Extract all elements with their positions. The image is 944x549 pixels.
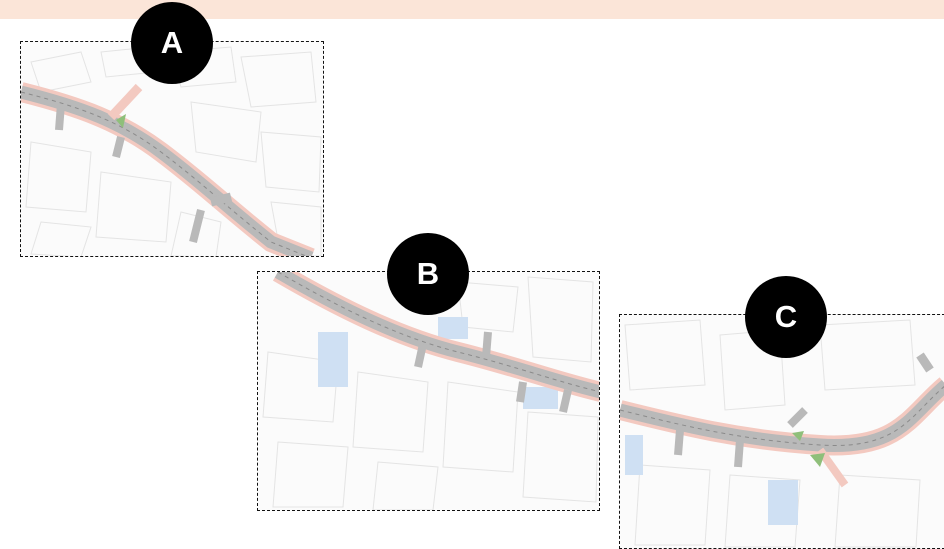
panel-b-badge: B bbox=[387, 233, 469, 315]
side-road bbox=[816, 447, 849, 488]
side-road bbox=[516, 381, 527, 403]
main-road bbox=[620, 380, 944, 452]
panel-a-label: A bbox=[160, 25, 184, 60]
side-road bbox=[209, 192, 233, 207]
water-area bbox=[318, 332, 348, 387]
header-band bbox=[0, 0, 944, 19]
map-b-drawing bbox=[262, 272, 599, 510]
side-road bbox=[107, 83, 143, 121]
side-road bbox=[112, 136, 125, 158]
map-panel-b[interactable] bbox=[257, 271, 600, 511]
side-road bbox=[734, 439, 744, 468]
map-a-drawing bbox=[21, 46, 322, 256]
panel-c-label: C bbox=[774, 299, 798, 334]
map-c-drawing bbox=[620, 319, 944, 548]
green-island bbox=[792, 431, 804, 441]
building-blocks bbox=[262, 276, 599, 510]
side-road bbox=[482, 331, 492, 358]
side-road bbox=[55, 103, 65, 131]
side-road bbox=[189, 209, 205, 243]
side-road bbox=[787, 407, 808, 428]
map-panel-c[interactable] bbox=[619, 314, 944, 549]
lane-marking bbox=[21, 91, 308, 256]
side-road bbox=[414, 343, 427, 368]
green-island bbox=[810, 453, 825, 467]
water-area bbox=[523, 387, 558, 409]
side-road bbox=[674, 429, 684, 456]
panel-c-badge: C bbox=[745, 276, 827, 358]
water-area bbox=[625, 435, 643, 475]
water-area bbox=[438, 317, 468, 339]
panel-a-badge: A bbox=[131, 2, 213, 84]
side-road bbox=[916, 352, 934, 373]
water-area bbox=[768, 480, 798, 525]
green-island bbox=[116, 114, 126, 128]
building-blocks bbox=[25, 46, 322, 256]
panel-b-label: B bbox=[416, 256, 440, 291]
lane-marking bbox=[620, 386, 944, 446]
side-road bbox=[559, 389, 572, 413]
map-panel-a[interactable] bbox=[20, 41, 324, 257]
lane-marking bbox=[277, 272, 599, 393]
main-road bbox=[21, 85, 314, 256]
